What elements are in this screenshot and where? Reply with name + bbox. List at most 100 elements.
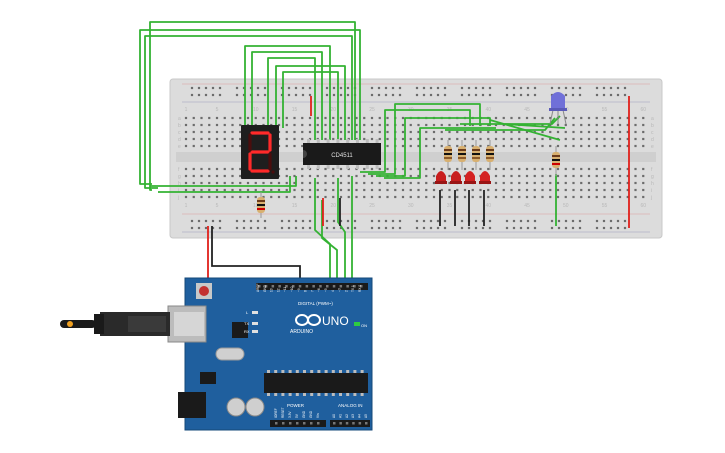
column-number: 40 bbox=[485, 107, 491, 113]
digital-pin-label: ~10 bbox=[290, 286, 294, 292]
wire-seg-e bbox=[251, 51, 323, 140]
digital-pin[interactable] bbox=[292, 285, 295, 288]
red-led[interactable] bbox=[436, 171, 446, 182]
digital-pin-label: RX 0 bbox=[358, 285, 362, 292]
resistor-rgb[interactable] bbox=[552, 146, 560, 176]
ic-chip[interactable]: CD4511 bbox=[303, 139, 381, 169]
wire-seg-c bbox=[149, 21, 356, 191]
wire-seg-low-2 bbox=[158, 176, 291, 193]
power-pin-label: GND bbox=[309, 410, 313, 418]
digital-header-label: DIGITAL (PWM~) bbox=[298, 301, 333, 306]
power-pin[interactable] bbox=[310, 422, 313, 425]
analog-pin[interactable] bbox=[352, 422, 355, 425]
digital-pin-label: ~11 bbox=[283, 287, 287, 292]
digital-pin[interactable] bbox=[285, 285, 288, 288]
row-letter: g bbox=[178, 174, 181, 180]
analog-pin[interactable] bbox=[365, 422, 368, 425]
analog-pin-label: A5 bbox=[364, 414, 368, 418]
rx-label: RX bbox=[244, 329, 250, 334]
analog-pin[interactable] bbox=[345, 422, 349, 425]
digital-pin-header[interactable] bbox=[256, 283, 368, 290]
column-number: 25 bbox=[369, 203, 375, 209]
led-resistors[interactable] bbox=[444, 140, 494, 170]
column-number: 55 bbox=[602, 107, 608, 113]
reset-button[interactable] bbox=[196, 283, 212, 299]
analog-pin-header[interactable] bbox=[330, 420, 370, 427]
analog-pin[interactable] bbox=[333, 422, 336, 425]
red-led[interactable] bbox=[451, 171, 461, 182]
analog-pin-label: A3 bbox=[351, 414, 355, 418]
digital-pin[interactable] bbox=[264, 285, 268, 288]
digital-pin[interactable] bbox=[258, 285, 261, 288]
column-number: 45 bbox=[524, 107, 530, 113]
digital-pin[interactable] bbox=[332, 285, 336, 288]
digital-pin-label: AREF bbox=[256, 283, 260, 292]
power-pin[interactable] bbox=[303, 422, 306, 425]
power-jack[interactable] bbox=[178, 392, 206, 418]
wire-seg-g bbox=[275, 65, 346, 140]
digital-pin[interactable] bbox=[326, 285, 329, 288]
column-number: 15 bbox=[292, 107, 298, 113]
usb-chip bbox=[232, 322, 248, 338]
analog-pin-label: A1 bbox=[338, 414, 342, 418]
digital-pin[interactable] bbox=[271, 285, 275, 288]
digital-pin[interactable] bbox=[305, 285, 309, 288]
digital-pin[interactable] bbox=[298, 285, 302, 288]
arduino-uno[interactable]: UNO ARDUINO ON L TX RX DIGITAL (PWM~) PO… bbox=[60, 277, 373, 431]
column-number: 1 bbox=[185, 107, 188, 113]
digital-pin[interactable] bbox=[278, 285, 281, 288]
digital-pin[interactable] bbox=[360, 285, 363, 288]
on-led bbox=[354, 322, 360, 326]
red-led[interactable] bbox=[480, 171, 490, 182]
power-pin-label: 3.3V bbox=[288, 411, 292, 418]
column-number: 20 bbox=[330, 203, 336, 209]
breadboard[interactable]: 1155101015152020252530303535404045455050… bbox=[169, 78, 663, 239]
row-letter: c bbox=[651, 130, 654, 136]
wire-rgb-2 bbox=[460, 115, 561, 125]
digital-pin[interactable] bbox=[319, 285, 322, 288]
power-pin-label: IOREF bbox=[274, 408, 278, 418]
row-letter: d bbox=[178, 137, 181, 143]
row-letter: g bbox=[651, 174, 654, 180]
rgb-led[interactable] bbox=[549, 92, 567, 125]
analog-pin-label: A0 bbox=[332, 414, 336, 418]
usb-cable[interactable] bbox=[60, 312, 170, 336]
column-number: 60 bbox=[640, 107, 646, 113]
digital-pin-label: ~3 bbox=[338, 288, 342, 292]
power-pin[interactable] bbox=[317, 422, 320, 425]
wire-led-1 bbox=[360, 109, 471, 173]
capacitor-1 bbox=[226, 397, 246, 417]
digital-pin[interactable] bbox=[353, 285, 356, 288]
resistor-7seg[interactable] bbox=[257, 192, 265, 218]
digital-pin-label: 7 bbox=[310, 290, 314, 292]
analog-pin[interactable] bbox=[339, 422, 342, 425]
digital-pin-label: ~5 bbox=[324, 288, 328, 292]
digital-pin-label: GND bbox=[263, 284, 267, 292]
arduino-model-text: UNO bbox=[322, 314, 349, 328]
decimal-point bbox=[271, 170, 275, 174]
usb-port[interactable] bbox=[167, 305, 207, 343]
digital-pin[interactable] bbox=[339, 285, 343, 288]
power-pin[interactable] bbox=[289, 422, 292, 425]
bottom-power-rail bbox=[182, 213, 650, 233]
regulator bbox=[200, 372, 216, 384]
power-pin[interactable] bbox=[275, 422, 278, 425]
digital-pin-label: 12 bbox=[276, 288, 280, 292]
analog-pin[interactable] bbox=[358, 422, 362, 425]
digital-pin[interactable] bbox=[312, 285, 315, 288]
digital-pin[interactable] bbox=[346, 285, 349, 288]
wire-rgb-4 bbox=[504, 123, 566, 129]
wire-led-4 bbox=[384, 127, 496, 179]
seven-segment-display[interactable] bbox=[241, 125, 279, 179]
red-leds[interactable] bbox=[435, 171, 491, 184]
power-pin-header[interactable] bbox=[270, 420, 326, 427]
red-led[interactable] bbox=[465, 171, 475, 182]
signal-wires[interactable] bbox=[139, 21, 566, 286]
wire-seg-d bbox=[244, 45, 331, 140]
crystal bbox=[215, 347, 245, 361]
power-pin[interactable] bbox=[296, 422, 299, 425]
l-label: L bbox=[246, 310, 249, 315]
power-pin[interactable] bbox=[282, 422, 285, 425]
wire-led-2 bbox=[368, 103, 481, 175]
